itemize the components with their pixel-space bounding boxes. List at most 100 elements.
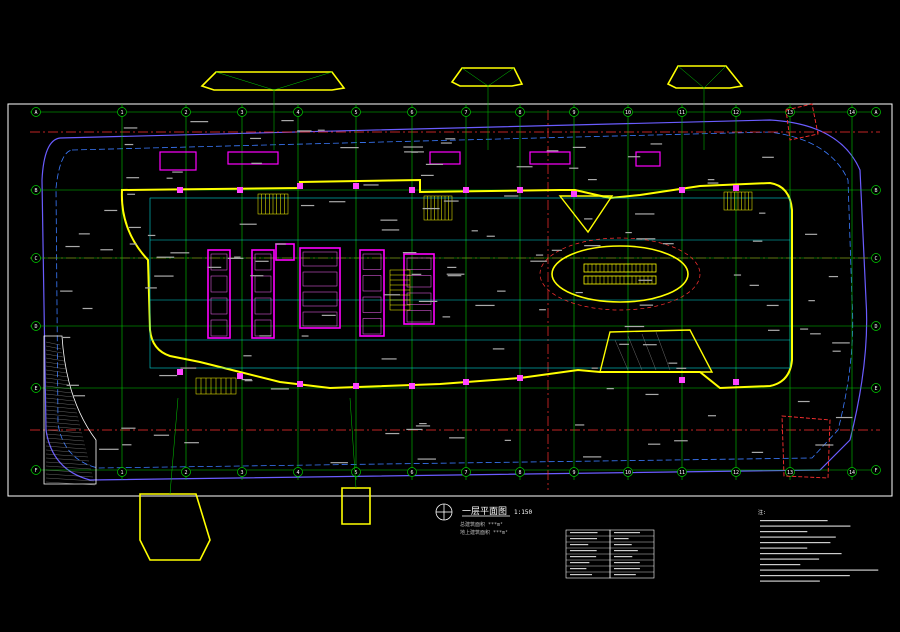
- annotation-mark: [808, 300, 815, 302]
- grid-label-col: 5: [354, 110, 357, 116]
- annotation-mark: [321, 314, 336, 316]
- hatch-line: [45, 409, 78, 414]
- annotation-mark: [835, 416, 853, 419]
- annotation-mark: [707, 179, 715, 181]
- core-cell: [302, 251, 338, 267]
- grid-label-col: 2: [184, 110, 187, 116]
- hatch-line: [45, 421, 81, 426]
- grid-label-col: 12: [733, 470, 739, 476]
- annotation-mark: [411, 273, 422, 275]
- legend-text-mark: [570, 532, 598, 534]
- annotation-mark: [62, 336, 71, 339]
- grid-label-row: A: [874, 110, 877, 116]
- drawing-scale: 1:150: [514, 509, 532, 516]
- annotation-mark: [234, 256, 241, 258]
- grid-label-col: 11: [679, 110, 685, 116]
- core-cell: [210, 319, 228, 337]
- note-line: [760, 569, 879, 571]
- annotations: [60, 120, 853, 464]
- hatch-line: [45, 349, 63, 354]
- grid-label-col: 13: [787, 110, 793, 116]
- grid-bubble-col: 14: [847, 107, 857, 117]
- grid-bubble-col: 2: [181, 107, 191, 117]
- legend-text-mark: [614, 544, 632, 546]
- note-line: [760, 536, 836, 538]
- void-lower: [599, 329, 714, 373]
- annotation-mark: [832, 342, 850, 344]
- hatch-line: [45, 377, 70, 382]
- service-room: [529, 151, 571, 165]
- void-upper: [558, 195, 614, 234]
- annotation-mark: [297, 130, 312, 132]
- hatch-line: [45, 453, 89, 458]
- grid-label-col: 7: [464, 470, 467, 476]
- annotation-mark: [190, 121, 209, 123]
- annotation-mark: [147, 234, 156, 237]
- annotation-mark: [250, 137, 262, 140]
- grid-label-row: F: [34, 468, 37, 474]
- service-zones: [781, 103, 831, 479]
- annotation-mark: [124, 143, 134, 146]
- core-cell: [254, 275, 272, 293]
- annotation-mark: [145, 287, 157, 289]
- annotation-mark: [129, 243, 137, 245]
- legend-text-mark: [614, 532, 640, 534]
- annotation-mark: [99, 448, 119, 450]
- annotation-mark: [447, 266, 457, 268]
- site-boundary-inner: [55, 131, 854, 469]
- void-hatch: [614, 331, 671, 371]
- annotation-mark: [625, 231, 632, 234]
- site-boundary: [41, 119, 868, 481]
- legend-text-mark: [614, 562, 640, 564]
- grid-label-col: 10: [625, 110, 631, 116]
- core-cell: [254, 253, 272, 271]
- grid-bubble-row: D: [31, 321, 41, 331]
- annotation-mark: [180, 367, 197, 369]
- annotation-mark: [417, 458, 436, 460]
- hatch-line: [45, 441, 86, 446]
- core-cell: [210, 275, 228, 293]
- annotation-mark: [381, 358, 397, 360]
- annotation-mark: [60, 290, 73, 292]
- grid-bubble-col: 11: [677, 107, 687, 117]
- service-room: [635, 151, 661, 167]
- grid-label-col: 8: [518, 110, 521, 116]
- column: [237, 187, 243, 193]
- legend-text-mark: [614, 568, 640, 570]
- annotation-mark: [153, 434, 170, 436]
- annotation-mark: [381, 229, 400, 231]
- annotation-mark: [329, 201, 346, 203]
- annotation-mark: [606, 388, 614, 390]
- annotation-mark: [239, 223, 257, 225]
- hatch-line: [45, 445, 87, 450]
- grid-label-col: 4: [296, 110, 299, 116]
- annotation-mark: [530, 260, 547, 262]
- grid-bubble-col: 8: [515, 107, 525, 117]
- annotation-mark: [583, 456, 602, 458]
- legend-text-mark: [570, 550, 597, 552]
- annotation-mark: [170, 252, 190, 254]
- notes-heading: 注:: [758, 509, 766, 516]
- annotation-mark: [800, 328, 809, 330]
- annotation-mark: [828, 275, 839, 278]
- note-line: [760, 547, 808, 549]
- west-annex: [43, 335, 97, 485]
- legend-text-mark: [614, 556, 633, 558]
- grid-label-row: B: [34, 188, 37, 194]
- annotation-mark: [674, 440, 688, 442]
- annotation-mark: [642, 344, 657, 346]
- annotation-mark: [159, 374, 178, 377]
- annotation-mark: [650, 143, 663, 145]
- annotation-mark: [492, 348, 505, 350]
- legend-text-mark: [570, 568, 587, 570]
- annotation-mark: [676, 367, 687, 369]
- core-room: [299, 247, 341, 329]
- grid-label-col: 12: [733, 110, 739, 116]
- annotation-mark: [422, 207, 440, 210]
- grid-label-row: C: [874, 256, 877, 262]
- grid-label-col: 6: [410, 470, 413, 476]
- column: [177, 187, 183, 193]
- hatch-line: [45, 473, 94, 478]
- annotation-mark: [251, 162, 262, 164]
- annotation-mark: [662, 243, 674, 245]
